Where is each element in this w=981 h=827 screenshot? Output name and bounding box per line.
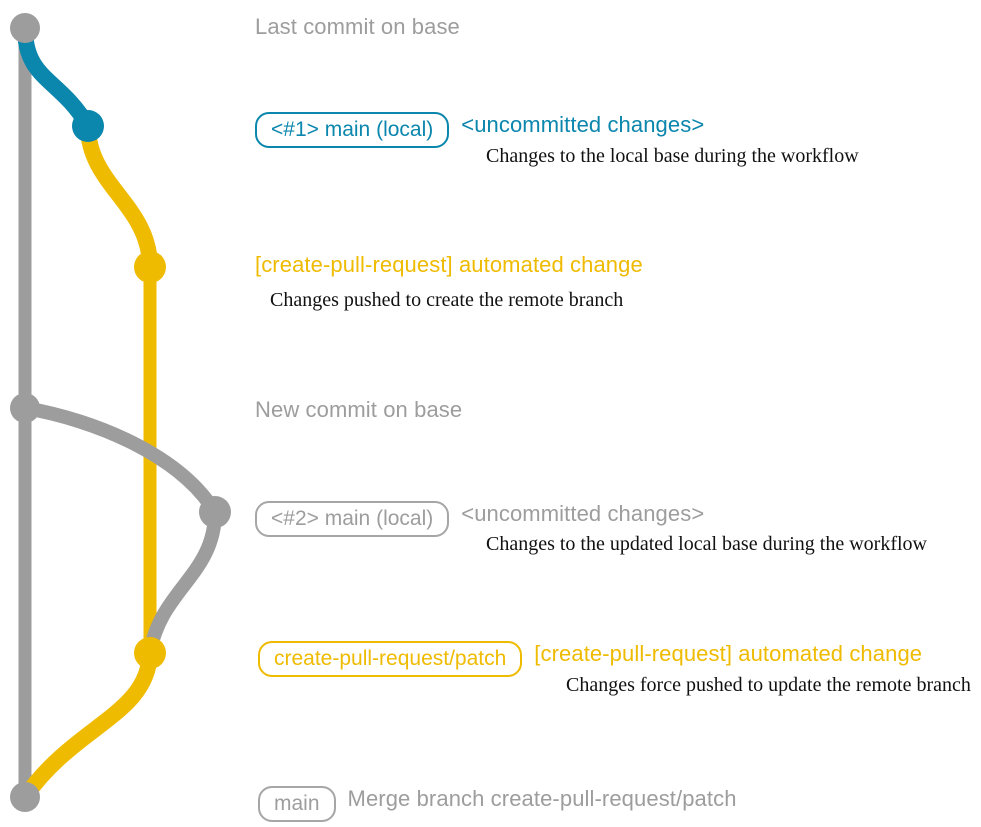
node-merge-commit[interactable] xyxy=(10,782,40,812)
commit-subject: <uncommitted changes> xyxy=(461,501,705,526)
node-automated-change-1[interactable] xyxy=(134,251,166,283)
commit-description-automated-change-2: Changes force pushed to update the remot… xyxy=(566,674,971,696)
edge-remote-2-to-merge xyxy=(17,645,158,805)
edge-local-2-to-remote-2 xyxy=(143,505,222,660)
branch-tag-main[interactable]: main xyxy=(258,786,336,822)
branch-tag-create-pull-request-patch[interactable]: create-pull-request/patch xyxy=(258,641,523,677)
commit-description-automated-change-1: Changes pushed to create the remote bran… xyxy=(270,289,624,311)
commit-subject: [create-pull-request] automated change xyxy=(534,641,923,666)
entry-new-commit-on-base: New commit on base xyxy=(255,397,462,423)
commit-description-local-main-2: Changes to the updated local base during… xyxy=(486,533,927,555)
commit-description-local-main-1: Changes to the local base during the wor… xyxy=(486,145,859,167)
edge-base-to-local-2 xyxy=(18,401,222,519)
node-local-main-1[interactable] xyxy=(72,110,104,142)
branch-tag-local-main-2[interactable]: <#2> main (local) xyxy=(255,501,450,537)
entry-automated-change-2: create-pull-request/patch [create-pull-r… xyxy=(258,637,923,677)
branch-tag-local-main-1[interactable]: <#1> main (local) xyxy=(255,112,450,148)
node-last-commit-on-base[interactable] xyxy=(10,13,40,43)
entry-last-commit-on-base: Last commit on base xyxy=(255,14,460,40)
entry-local-main-2: <#2> main (local) <uncommitted changes> xyxy=(255,497,705,537)
commit-subject: New commit on base xyxy=(255,397,463,422)
commit-subject: <uncommitted changes> xyxy=(461,112,705,137)
node-automated-change-2[interactable] xyxy=(134,637,166,669)
commit-subject: Merge branch create-pull-request/patch xyxy=(347,786,737,811)
entry-merge-commit: main Merge branch create-pull-request/pa… xyxy=(258,782,737,822)
edge-base-to-local-1 xyxy=(17,20,96,134)
node-local-main-2[interactable] xyxy=(199,496,231,528)
entry-local-main-1: <#1> main (local) <uncommitted changes> xyxy=(255,108,705,148)
node-new-commit-on-base[interactable] xyxy=(10,393,40,423)
edge-local-1-to-remote-1 xyxy=(80,118,158,275)
commit-subject: Last commit on base xyxy=(255,14,460,39)
entry-automated-change-1: [create-pull-request] automated change xyxy=(255,252,643,278)
commit-subject: [create-pull-request] automated change xyxy=(255,252,643,277)
